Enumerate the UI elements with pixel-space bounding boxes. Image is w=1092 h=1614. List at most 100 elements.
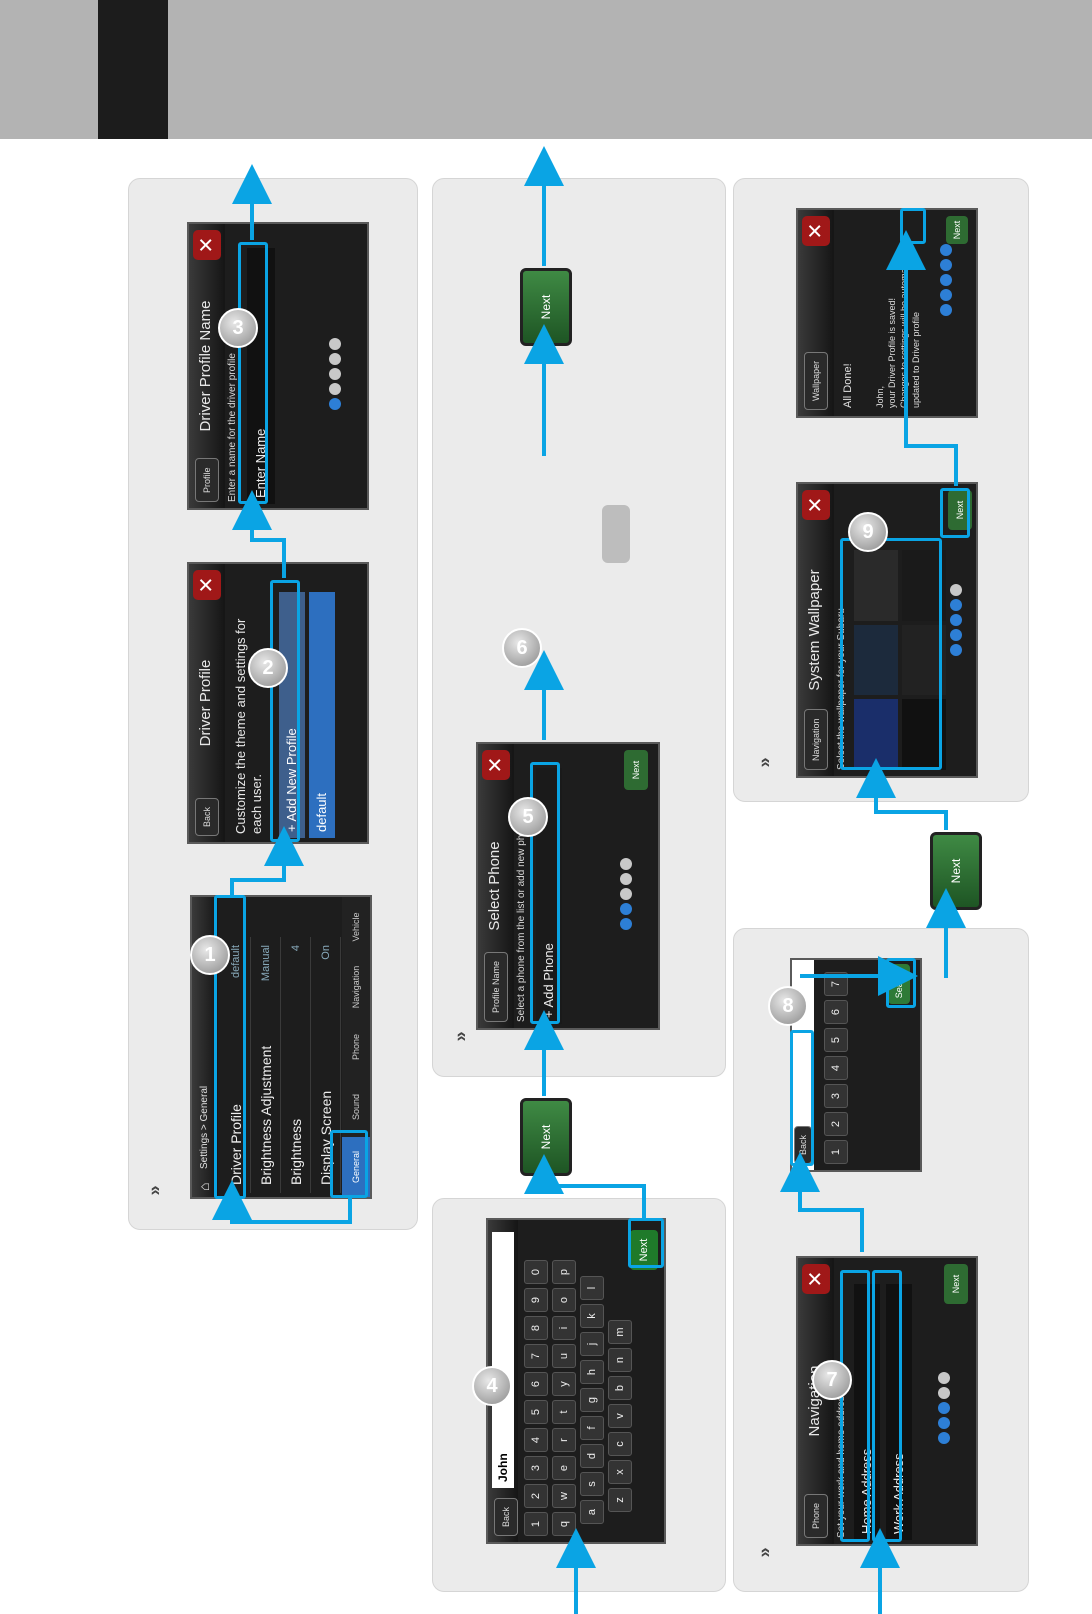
key-4[interactable]: 4 bbox=[524, 1428, 548, 1452]
step-badge-3: 3 bbox=[218, 308, 258, 348]
key[interactable]: 2 bbox=[824, 1112, 848, 1136]
close-icon[interactable]: ✕ bbox=[802, 216, 830, 246]
step-badge-9: 9 bbox=[848, 512, 888, 552]
close-icon[interactable]: ✕ bbox=[802, 1264, 830, 1294]
key-1[interactable]: 1 bbox=[524, 1512, 548, 1536]
key-a[interactable]: a bbox=[580, 1500, 604, 1524]
wallpaper-screen: Navigation System Wallpaper ✕ Select the… bbox=[796, 482, 978, 778]
back-button[interactable]: Back bbox=[494, 1497, 518, 1536]
key-s[interactable]: s bbox=[580, 1472, 604, 1496]
key-7[interactable]: 7 bbox=[524, 1344, 548, 1368]
key[interactable]: 6 bbox=[824, 1000, 848, 1024]
key-9[interactable]: 9 bbox=[524, 1288, 548, 1312]
key-t[interactable]: t bbox=[552, 1400, 576, 1424]
navigation-screen: Phone Navigation ✕ Set your work and hom… bbox=[796, 1256, 978, 1546]
double-chevron-icon: » bbox=[450, 1031, 471, 1042]
key-8[interactable]: 8 bbox=[524, 1316, 548, 1340]
next-button[interactable]: Next bbox=[944, 1264, 968, 1304]
home-icon[interactable]: ⌂ bbox=[196, 1182, 212, 1191]
key-0[interactable]: 0 bbox=[524, 1260, 548, 1284]
keyboard-row-1: 1 2 3 4 5 6 7 8 9 0 bbox=[522, 1258, 550, 1538]
highlight-search-field bbox=[790, 1030, 814, 1166]
header-band bbox=[0, 0, 1092, 139]
key-z[interactable]: z bbox=[608, 1488, 632, 1512]
highlight-enter-name bbox=[238, 242, 268, 504]
key-k[interactable]: k bbox=[580, 1304, 604, 1328]
close-icon[interactable]: ✕ bbox=[193, 230, 221, 260]
keyboard-screen: Back John 1 2 3 4 5 6 7 8 9 0 qwertyuiop asdfghjk… bbox=[486, 1218, 666, 1544]
tab-navigation[interactable]: Navigation bbox=[342, 957, 370, 1017]
key-n[interactable]: n bbox=[608, 1348, 632, 1372]
step-badge-6: 6 bbox=[502, 628, 542, 668]
next-button[interactable]: Next bbox=[624, 750, 648, 790]
step-badge-8: 8 bbox=[768, 986, 808, 1026]
key-b[interactable]: b bbox=[608, 1376, 632, 1400]
key-e[interactable]: e bbox=[552, 1456, 576, 1480]
key-2[interactable]: 2 bbox=[524, 1484, 548, 1508]
close-icon[interactable]: ✕ bbox=[193, 570, 221, 600]
key-q[interactable]: q bbox=[552, 1512, 576, 1536]
key[interactable]: 4 bbox=[824, 1056, 848, 1080]
next-button-large[interactable]: Next bbox=[520, 1098, 572, 1176]
keyboard-row-4: zxcvbnm bbox=[606, 1258, 634, 1538]
progress-dots bbox=[620, 858, 632, 930]
key-p[interactable]: p bbox=[552, 1260, 576, 1284]
step-badge-7: 7 bbox=[812, 1360, 852, 1400]
tab-vehicle[interactable]: Vehicle bbox=[342, 897, 370, 957]
key-g[interactable]: g bbox=[580, 1388, 604, 1412]
key-6[interactable]: 6 bbox=[524, 1372, 548, 1396]
highlight-wallpaper-next bbox=[940, 488, 970, 538]
back-button[interactable]: Wallpaper bbox=[804, 351, 828, 410]
progress-dots bbox=[938, 1372, 950, 1444]
default-profile-item[interactable]: default bbox=[309, 592, 335, 838]
screen-title: System Wallpaper bbox=[806, 569, 823, 691]
header-tab bbox=[98, 0, 168, 139]
key-v[interactable]: v bbox=[608, 1404, 632, 1428]
next-button-large[interactable]: Next bbox=[520, 268, 572, 346]
tab-phone[interactable]: Phone bbox=[342, 1017, 370, 1077]
key[interactable]: 5 bbox=[824, 1028, 848, 1052]
key-w[interactable]: w bbox=[552, 1484, 576, 1508]
key-r[interactable]: r bbox=[552, 1428, 576, 1452]
keyboard-row-2: qwertyuiop bbox=[550, 1258, 578, 1538]
double-chevron-icon: » bbox=[754, 757, 775, 768]
key-h[interactable]: h bbox=[580, 1360, 604, 1384]
next-button-large[interactable]: Next bbox=[930, 832, 982, 910]
key[interactable]: 1 bbox=[824, 1140, 848, 1164]
screen-subtitle: Select a phone from the list or add new … bbox=[516, 817, 527, 1022]
key-3[interactable]: 3 bbox=[524, 1456, 548, 1480]
key-f[interactable]: f bbox=[580, 1416, 604, 1440]
highlight-general-tab bbox=[330, 1130, 368, 1198]
close-icon[interactable]: ✕ bbox=[802, 490, 830, 520]
key-c[interactable]: c bbox=[608, 1432, 632, 1456]
screen-title: Navigation bbox=[806, 1365, 823, 1437]
key-l[interactable]: l bbox=[580, 1276, 604, 1300]
close-icon[interactable]: ✕ bbox=[482, 750, 510, 780]
key-u[interactable]: u bbox=[552, 1344, 576, 1368]
step-badge-5: 5 bbox=[508, 797, 548, 837]
highlight-add-new-profile bbox=[270, 580, 300, 842]
highlight-home-address bbox=[840, 1270, 870, 1542]
key-x[interactable]: x bbox=[608, 1460, 632, 1484]
key-y[interactable]: y bbox=[552, 1372, 576, 1396]
key-i[interactable]: i bbox=[552, 1316, 576, 1340]
highlight-done-next bbox=[900, 208, 926, 244]
done-line-1: John, bbox=[875, 385, 885, 408]
keyboard-row-3: asdfghjkl bbox=[578, 1258, 606, 1538]
next-button[interactable]: Next bbox=[946, 216, 968, 244]
done-line-2: your Driver Profile is saved! bbox=[887, 297, 897, 408]
key[interactable]: 3 bbox=[824, 1084, 848, 1108]
key[interactable]: 7 bbox=[824, 972, 848, 996]
key-5[interactable]: 5 bbox=[524, 1400, 548, 1424]
screen-title: Driver Profile Name bbox=[197, 300, 214, 432]
placeholder-box bbox=[602, 505, 630, 563]
screen-title: Select Phone bbox=[486, 841, 503, 931]
key-m[interactable]: m bbox=[608, 1320, 632, 1344]
name-input[interactable]: John bbox=[492, 1232, 514, 1488]
key-o[interactable]: o bbox=[552, 1288, 576, 1312]
tab-sound[interactable]: Sound bbox=[342, 1077, 370, 1137]
key-d[interactable]: d bbox=[580, 1444, 604, 1468]
key-j[interactable]: j bbox=[580, 1332, 604, 1356]
